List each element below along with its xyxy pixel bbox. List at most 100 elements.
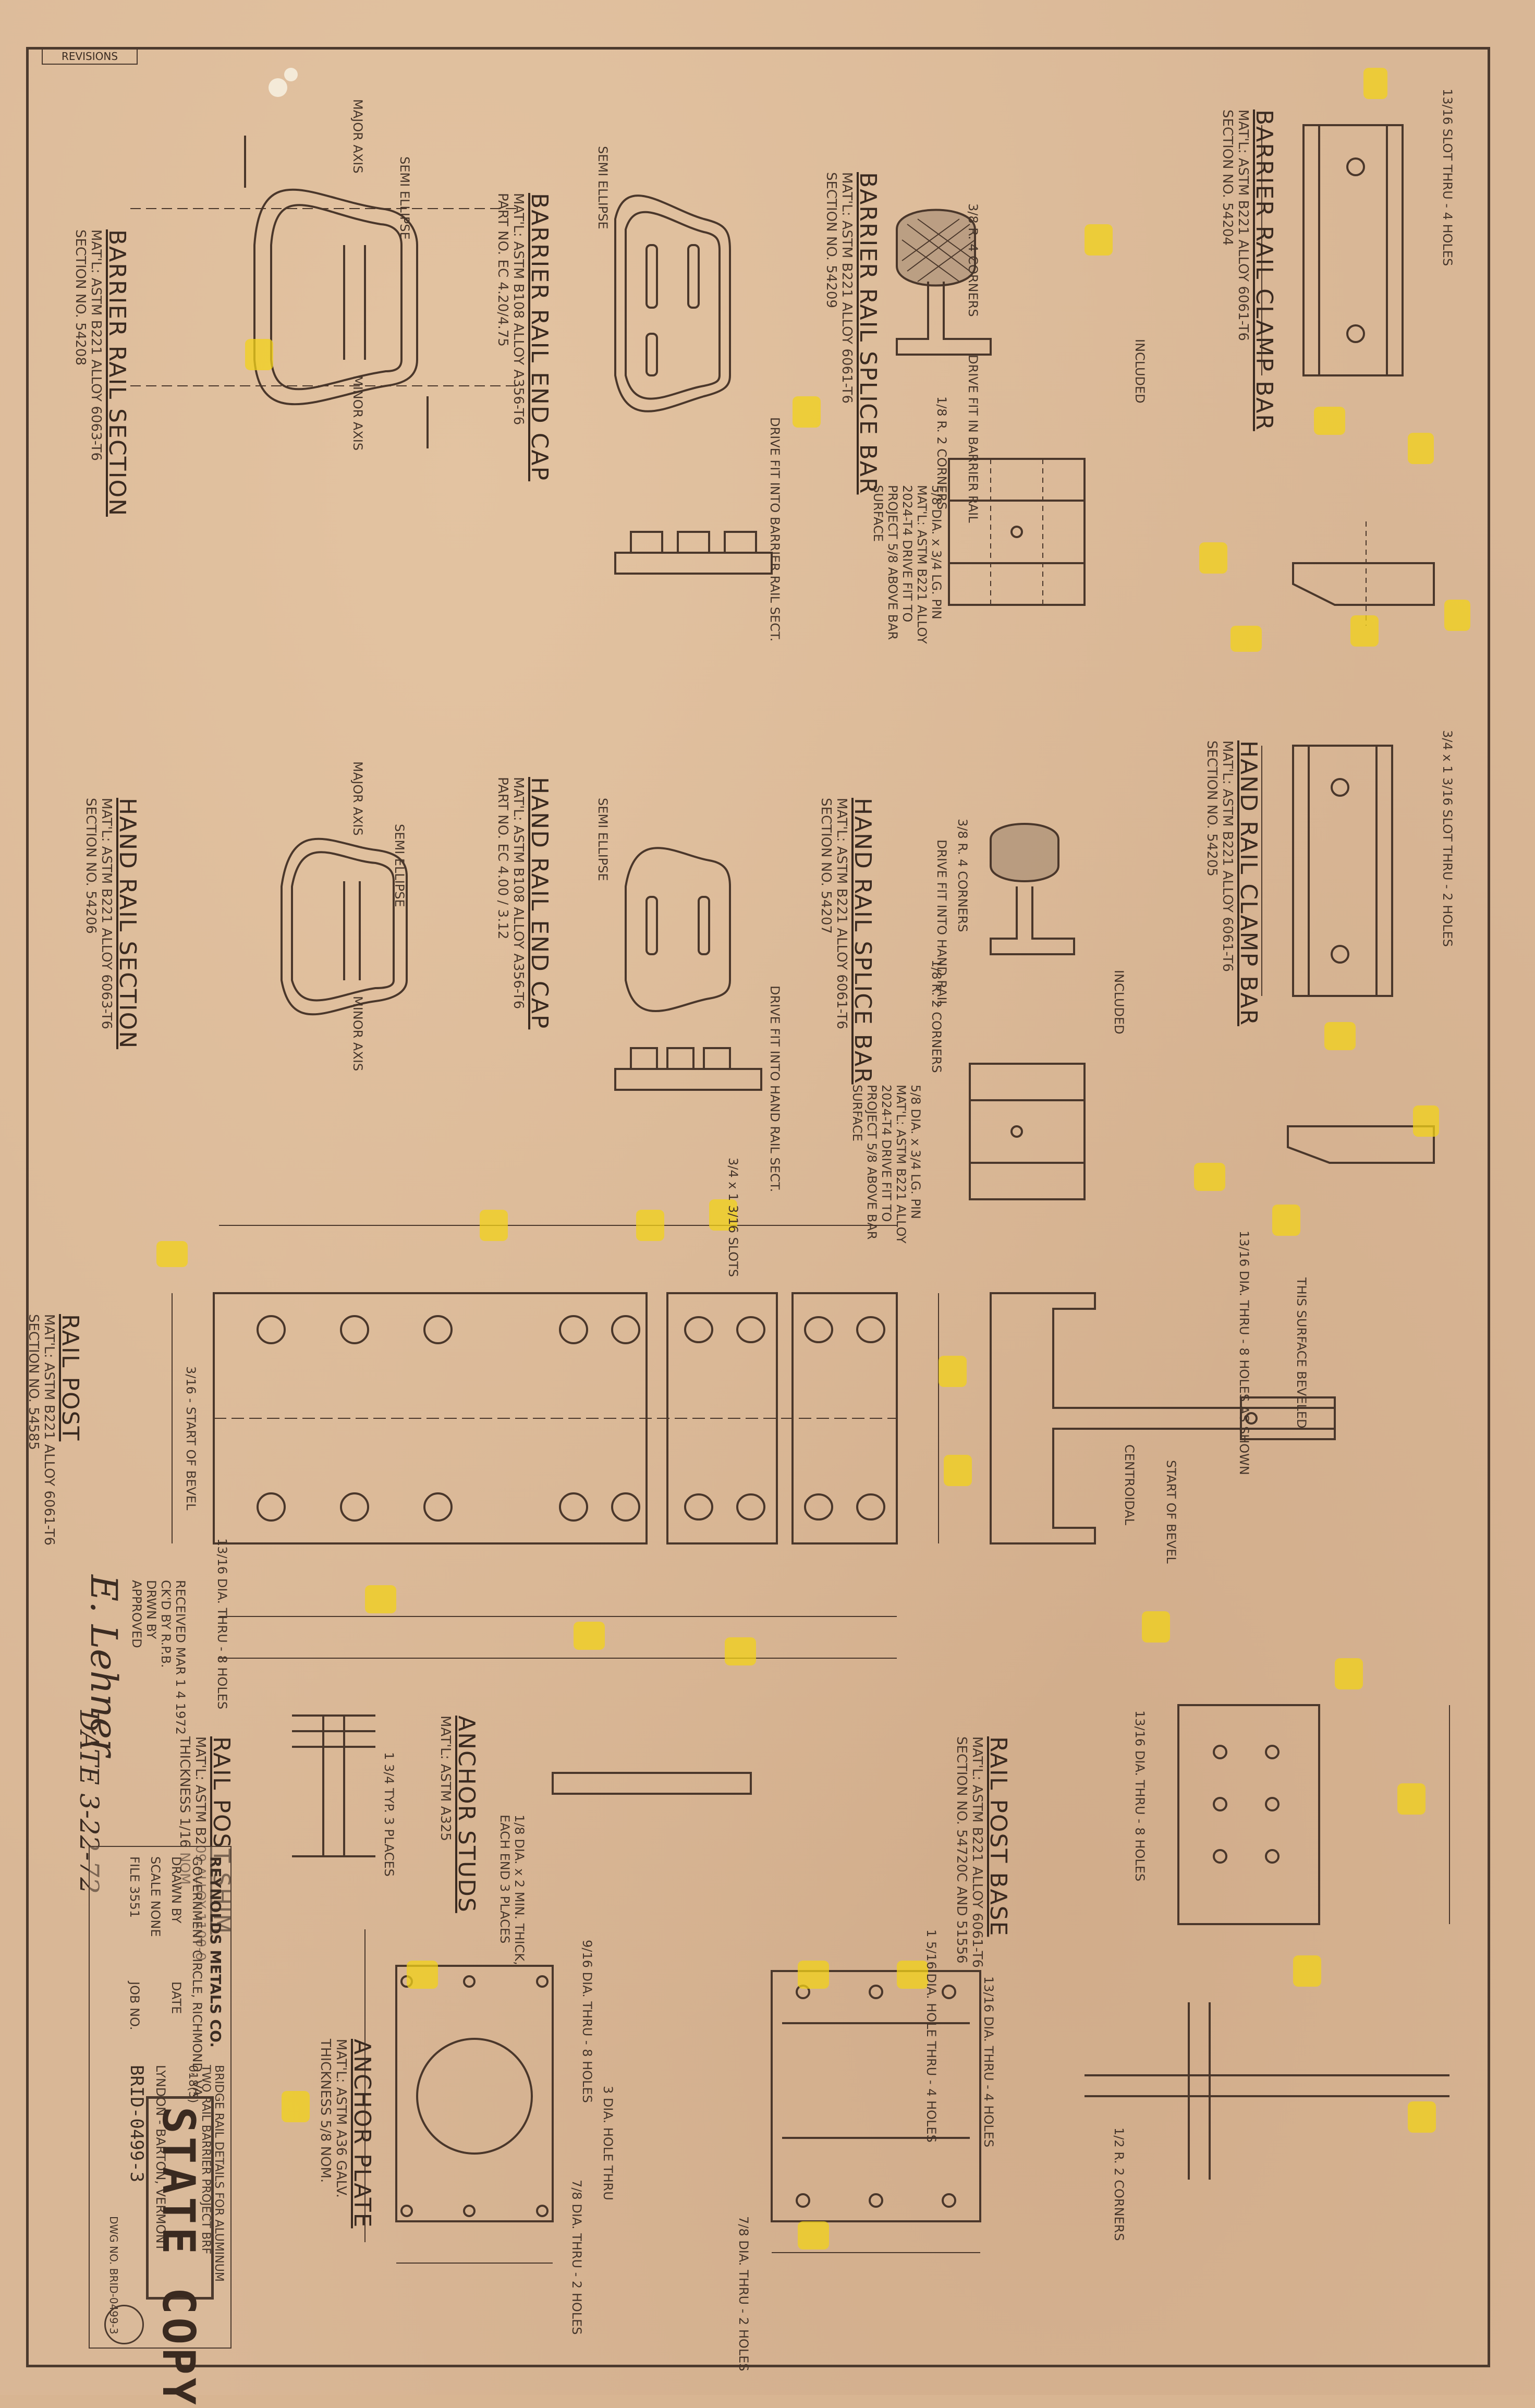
rail-post-note-holes-shown: 13/16 DIA. THRU - 8 HOLES AS SHOWN [1237, 1231, 1251, 1475]
rail-post-base-elevation [1085, 2002, 1449, 2180]
anchor-plate-drawing [395, 1965, 554, 2222]
barrier-rail-major-axis-note: MAJOR AXIS [350, 99, 365, 174]
hand-rail-splice-bar-section [990, 823, 1075, 955]
title-block-date: DATE [169, 1981, 184, 2014]
rail-post-note-centroidal: CENTROIDAL [1122, 1444, 1137, 1526]
title-block-drawing-no: BRID-0499-3 [126, 2065, 147, 2183]
barrier-clamp-slot-note: 13/16 SLOT THRU - 4 HOLES [1440, 89, 1455, 266]
anchor-plate-title: ANCHOR PLATE [349, 2039, 375, 2229]
hand-rail-end-cap-profile [625, 847, 731, 1013]
anchor-studs-note-1: 1 3/4 TYP. 3 PLACES [382, 1752, 396, 1877]
punch-hole [284, 68, 298, 81]
anchor-studs-title: ANCHOR STUDS [453, 1716, 480, 1913]
rail-post-base-note-4: 1/2 R. 2 CORNERS [1112, 2127, 1126, 2241]
punch-hole [269, 78, 287, 97]
rail-post-base-label: RAIL POST BASE MAT'L: ASTM B221 ALLOY 60… [954, 1736, 1012, 1968]
title-block-scale: SCALE NONE [148, 1856, 163, 1937]
rail-post-base-note-5: 7/8 DIA. THRU - 2 HOLES [736, 2216, 751, 2371]
title-block-job: JOB NO. [127, 1981, 142, 2030]
barrier-rail-end-cap-side [614, 531, 773, 575]
hand-splice-included-note: INCLUDED [1112, 970, 1126, 1035]
hand-rail-major-axis-note: MAJOR AXIS [350, 761, 365, 836]
rail-post-base-drawing [771, 1970, 981, 2222]
rail-post-elevation [213, 1292, 898, 1544]
title-block-location: GOVERNMENT CIRCLE, RICHMOND, VA. [190, 1856, 204, 2100]
highlight-marks [156, 68, 1470, 2249]
rail-post-label: RAIL POST MAT'L: ASTM B221 ALLOY 6061-T6… [26, 1314, 83, 1546]
barrier-rail-section-label: BARRIER RAIL SECTION MAT'L: ASTM B221 AL… [72, 229, 130, 517]
rail-post-matl: MAT'L: ASTM B221 ALLOY 6061-T6 [41, 1314, 57, 1546]
rail-post-base-section: SECTION NO. 54720C AND 51556 [954, 1736, 969, 1964]
hand-rail-end-cap-part: PART NO. EC 4.00 / 3.12 [495, 777, 510, 940]
anchor-plate-matl: MAT'L: ASTM A36 GALV. [333, 2039, 349, 2198]
barrier-rail-end-cap-title: BARRIER RAIL END CAP [526, 193, 553, 482]
barrier-rail-clamp-bar [1302, 124, 1404, 376]
hand-end-cap-drive-fit: DRIVE FIT INTO HAND RAIL SECT. [768, 986, 782, 1193]
barrier-end-cap-drive-fit: DRIVE FIT INTO BARRIER RAIL SECT. [768, 417, 782, 642]
anchor-plate-note-3: 7/8 DIA. THRU - 2 HOLES [569, 2180, 584, 2335]
barrier-rail-section-no: SECTION NO. 54208 [72, 229, 88, 366]
drawing-border [26, 47, 1490, 2367]
hand-end-cap-semi-ellipse: SEMI ELLIPSE [595, 798, 610, 881]
barrier-rail-clamp-bar-label: BARRIER RAIL CLAMP BAR MAT'L: ASTM B221 … [1220, 110, 1277, 431]
title-block-company: REYNOLDS METALS CO. [207, 1856, 224, 2048]
hand-rail-clamp-bar-title: HAND RAIL CLAMP BAR [1235, 740, 1262, 1027]
hand-splice-note-1: 3/8 R. 4 CORNERS [955, 819, 970, 932]
barrier-rail-clamp-bar-matl: MAT'L: ASTM B221 ALLOY 6061-T6 [1235, 110, 1251, 341]
barrier-rail-splice-bar-section: SECTION NO. 54209 [823, 172, 839, 308]
barrier-rail-section-matl: MAT'L: ASTM B221 ALLOY 6063-T6 [88, 229, 104, 461]
signoff-block: RECEIVED MAR 1 4 1972 CK'D BY R.P.B. DRW… [129, 1580, 188, 1735]
hand-rail-end-cap-side [614, 1047, 762, 1091]
rail-post-base-matl: MAT'L: ASTM B221 ALLOY 6061-T6 [969, 1736, 985, 1968]
hand-clamp-slot-note: 3/4 x 1 3/16 SLOT THRU - 2 HOLES [1440, 730, 1455, 947]
rail-post-base-note-1: 13/16 DIA. THRU - 8 HOLES [1132, 1710, 1147, 1882]
hand-rail-end-cap-title: HAND RAIL END CAP [526, 777, 553, 1030]
hand-rail-splice-bar-section: SECTION NO. 54207 [818, 798, 834, 934]
anchor-plate-thickness: THICKNESS 5/8 NOM. [318, 2039, 333, 2183]
barrier-rail-end-cap-matl: MAT'L: ASTM B108 ALLOY A356-T6 [510, 193, 526, 425]
hand-rail-end-cap-matl: MAT'L: ASTM B108 ALLOY A356-T6 [510, 777, 526, 1010]
rail-post-shim-drawing [552, 1772, 752, 1795]
hand-rail-section-profile [281, 837, 408, 1016]
signoff-drwn: DRWN BY [144, 1580, 159, 1639]
anchor-studs-note-2: 1/8 DIA. x 2 MIN. THICK, EACH END 3 PLAC… [497, 1815, 527, 1965]
barrier-rail-splice-bar-section [896, 209, 992, 356]
rail-post-base-note-3: 13/16 DIA. THRU - 4 HOLES [981, 1976, 996, 2148]
signoff-chkd: CK'D BY R.P.B. [159, 1580, 173, 1668]
rail-post-note-surface: THIS SURFACE BEVELED [1294, 1278, 1309, 1429]
hand-rail-clamp-bar [1292, 745, 1393, 997]
hand-rail-section-matl: MAT'L: ASTM B221 ALLOY 6063-T6 [99, 798, 114, 1029]
barrier-splice-note-1: 3/8 R. 4 CORNERS [966, 203, 980, 317]
revisions-label: REVISIONS [42, 48, 138, 65]
title-block-file: FILE 3551 [127, 1856, 142, 1918]
hand-rail-clamp-bar-section: SECTION NO. 54205 [1204, 740, 1220, 877]
hand-splice-note-3: 1/8 R. 2 CORNERS [929, 959, 944, 1073]
barrier-rail-splice-bar-matl: MAT'L: ASTM B221 ALLOY 6061-T6 [839, 172, 855, 404]
signoff-received: RECEIVED MAR 1 4 1972 [173, 1580, 188, 1735]
barrier-rail-splice-bar-plan [948, 458, 1086, 606]
barrier-splice-pin-note: 5/8 DIA. x 3/4 LG. PIN MAT'L: ASTM B221 … [871, 485, 944, 644]
dimension-lines [172, 125, 1450, 2264]
hand-rail-section-title: HAND RAIL SECTION [114, 798, 141, 1050]
barrier-clamp-included-note: INCLUDED [1132, 339, 1147, 404]
hand-rail-clamp-bar-label: HAND RAIL CLAMP BAR MAT'L: ASTM B221 ALL… [1204, 740, 1262, 1026]
hand-splice-pin-note: 5/8 DIA. x 3/4 LG. PIN MAT'L: ASTM B221 … [850, 1085, 923, 1244]
barrier-rail-clamp-bar-title: BARRIER RAIL CLAMP BAR [1251, 110, 1277, 431]
anchor-plate-label: ANCHOR PLATE MAT'L: ASTM A36 GALV. THICK… [318, 2039, 375, 2228]
barrier-rail-end-cap-label: BARRIER RAIL END CAP MAT'L: ASTM B108 AL… [495, 193, 553, 481]
hand-rail-splice-bar-title: HAND RAIL SPLICE BAR [849, 798, 876, 1085]
rail-post-note-slots: 3/4 x 1 3/16 SLOTS [726, 1158, 740, 1278]
anchor-studs-label: ANCHOR STUDS MAT'L: ASTM A325 [437, 1716, 480, 1913]
rail-post-section [990, 1292, 1336, 1544]
barrier-rail-splice-bar-title: BARRIER RAIL SPLICE BAR [855, 172, 881, 495]
hand-rail-semi-ellipse-note: SEMI ELLIPSE [392, 824, 407, 907]
rail-post-section: SECTION NO. 54585 [26, 1314, 41, 1450]
rail-post-note-bevel: 3/16 - START OF BEVEL [184, 1366, 198, 1511]
signoff-approved: APPROVED [129, 1580, 144, 1648]
barrier-rail-section-title: BARRIER RAIL SECTION [104, 229, 130, 517]
anchor-plate-note-1: 9/16 DIA. THRU - 8 HOLES [580, 1940, 594, 2103]
barrier-splice-note-2: DRIVE FIT IN BARRIER RAIL [966, 355, 980, 523]
hand-rail-clamp-bar-matl: MAT'L: ASTM B221 ALLOY 6061-T6 [1220, 740, 1235, 972]
